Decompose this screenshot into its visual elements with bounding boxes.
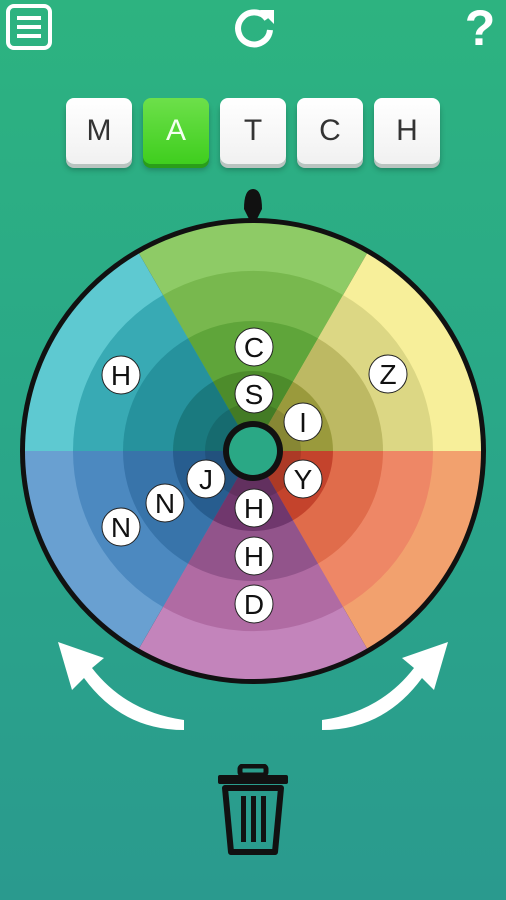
svg-text:N: N xyxy=(111,512,131,543)
svg-text:C: C xyxy=(244,332,264,363)
menu-icon[interactable] xyxy=(6,4,52,50)
letter-disc[interactable]: H xyxy=(234,488,274,528)
wheel-pointer xyxy=(244,189,262,227)
trash-icon[interactable] xyxy=(216,764,290,856)
word-tile[interactable]: H xyxy=(374,98,440,164)
svg-text:H: H xyxy=(244,541,264,572)
letter-disc[interactable]: H xyxy=(101,355,141,395)
letter-disc[interactable]: J xyxy=(186,459,226,499)
svg-text:D: D xyxy=(244,589,264,620)
letter-disc[interactable]: S xyxy=(234,374,274,414)
letter-disc[interactable]: Z xyxy=(368,354,408,394)
svg-text:S: S xyxy=(245,379,264,410)
word-tile-active[interactable]: A xyxy=(143,98,209,164)
rotate-left-arrow-icon[interactable] xyxy=(42,630,192,740)
top-bar: ? xyxy=(0,0,506,60)
letter-disc[interactable]: H xyxy=(234,536,274,576)
refresh-icon[interactable] xyxy=(230,4,278,52)
rotate-right-arrow-icon[interactable] xyxy=(314,630,464,740)
svg-text:H: H xyxy=(111,360,131,391)
word-tile[interactable]: M xyxy=(66,98,132,164)
letter-disc[interactable]: C xyxy=(234,327,274,367)
letter-wheel[interactable]: C S I Z Y H H xyxy=(0,185,506,695)
svg-text:H: H xyxy=(244,493,264,524)
word-tile[interactable]: T xyxy=(220,98,286,164)
letter-disc[interactable]: N xyxy=(101,507,141,547)
svg-text:J: J xyxy=(199,464,213,495)
svg-text:N: N xyxy=(155,488,175,519)
wheel-letters: C S I Z Y H H xyxy=(101,327,408,624)
letter-disc[interactable]: D xyxy=(234,584,274,624)
letter-disc[interactable]: Y xyxy=(283,459,323,499)
word-tile[interactable]: C xyxy=(297,98,363,164)
help-button[interactable]: ? xyxy=(464,0,496,56)
svg-text:Z: Z xyxy=(379,359,396,390)
letter-disc[interactable]: I xyxy=(283,402,323,442)
svg-text:I: I xyxy=(299,407,307,438)
svg-text:Y: Y xyxy=(294,464,313,495)
letter-disc[interactable]: N xyxy=(145,483,185,523)
wheel-hub[interactable] xyxy=(229,427,277,475)
target-word: M A T C H xyxy=(66,98,440,166)
